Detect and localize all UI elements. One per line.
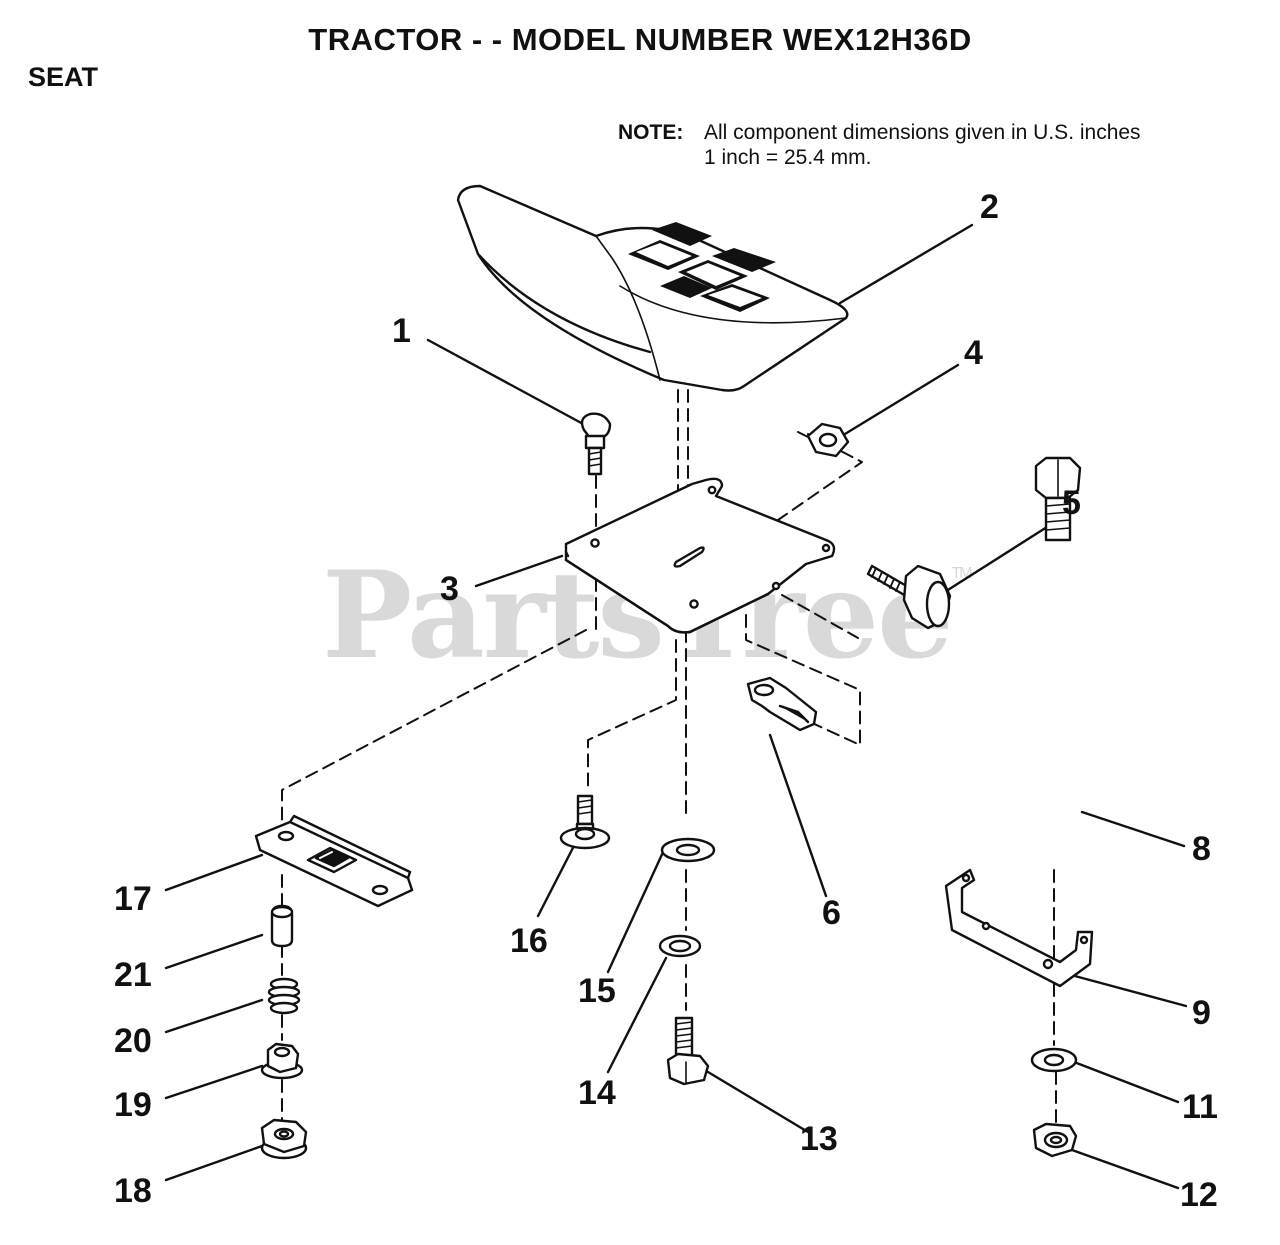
pin-part — [270, 904, 294, 948]
hex-bolt-13-part — [666, 1016, 710, 1086]
section-title: SEAT — [28, 62, 99, 92]
dimension-note: NOTE: All component dimensions given in U… — [618, 120, 1141, 170]
callout-3: 3 — [440, 570, 459, 608]
callout-17: 17 — [114, 880, 152, 918]
bushing-part — [260, 1042, 304, 1080]
callout-19: 19 — [114, 1086, 152, 1124]
callout-12: 12 — [1180, 1176, 1218, 1214]
callout-6: 6 — [822, 894, 841, 932]
seat-pan-part — [564, 477, 836, 634]
note-label: NOTE: — [618, 121, 684, 144]
callout-5: 5 — [1062, 484, 1081, 522]
callout-9: 9 — [1192, 994, 1211, 1032]
leader-lines — [164, 223, 1188, 1190]
callout-21: 21 — [114, 956, 152, 994]
callout-15: 15 — [578, 972, 616, 1010]
hex-bolt-8-part — [1034, 456, 1082, 542]
callout-14: 14 — [578, 1074, 616, 1112]
callout-16: 16 — [510, 922, 548, 960]
callout-18: 18 — [114, 1172, 152, 1210]
callout-4: 4 — [964, 334, 983, 372]
note-line2: 1 inch = 25.4 mm. — [704, 146, 872, 169]
lock-nut-12-part — [1032, 1122, 1078, 1158]
callout-20: 20 — [114, 1022, 152, 1060]
carriage-bolt-part — [580, 412, 612, 476]
callout-1: 1 — [392, 312, 411, 350]
page-title: TRACTOR - - MODEL NUMBER WEX12H36D — [308, 22, 972, 57]
washer-11-part — [1030, 1047, 1078, 1073]
mounting-bracket-part — [944, 868, 1094, 988]
seat-part — [456, 184, 849, 392]
lock-washer-part — [658, 934, 702, 958]
seat-clip-part — [746, 676, 818, 732]
seat-adjust-plate-part — [254, 814, 414, 908]
hex-bolt-part — [866, 564, 952, 630]
shoulder-bolt-part — [559, 794, 611, 850]
callout-11: 11 — [1182, 1088, 1218, 1126]
callout-13: 13 — [800, 1120, 838, 1158]
spring-part — [267, 977, 301, 1015]
hex-nut-part — [806, 422, 850, 458]
callout-8: 8 — [1192, 830, 1211, 868]
flat-washer-part — [660, 837, 716, 863]
note-line1: All component dimensions given in U.S. i… — [704, 121, 1141, 144]
flange-nut-part — [260, 1118, 308, 1160]
callout-2: 2 — [980, 188, 999, 226]
